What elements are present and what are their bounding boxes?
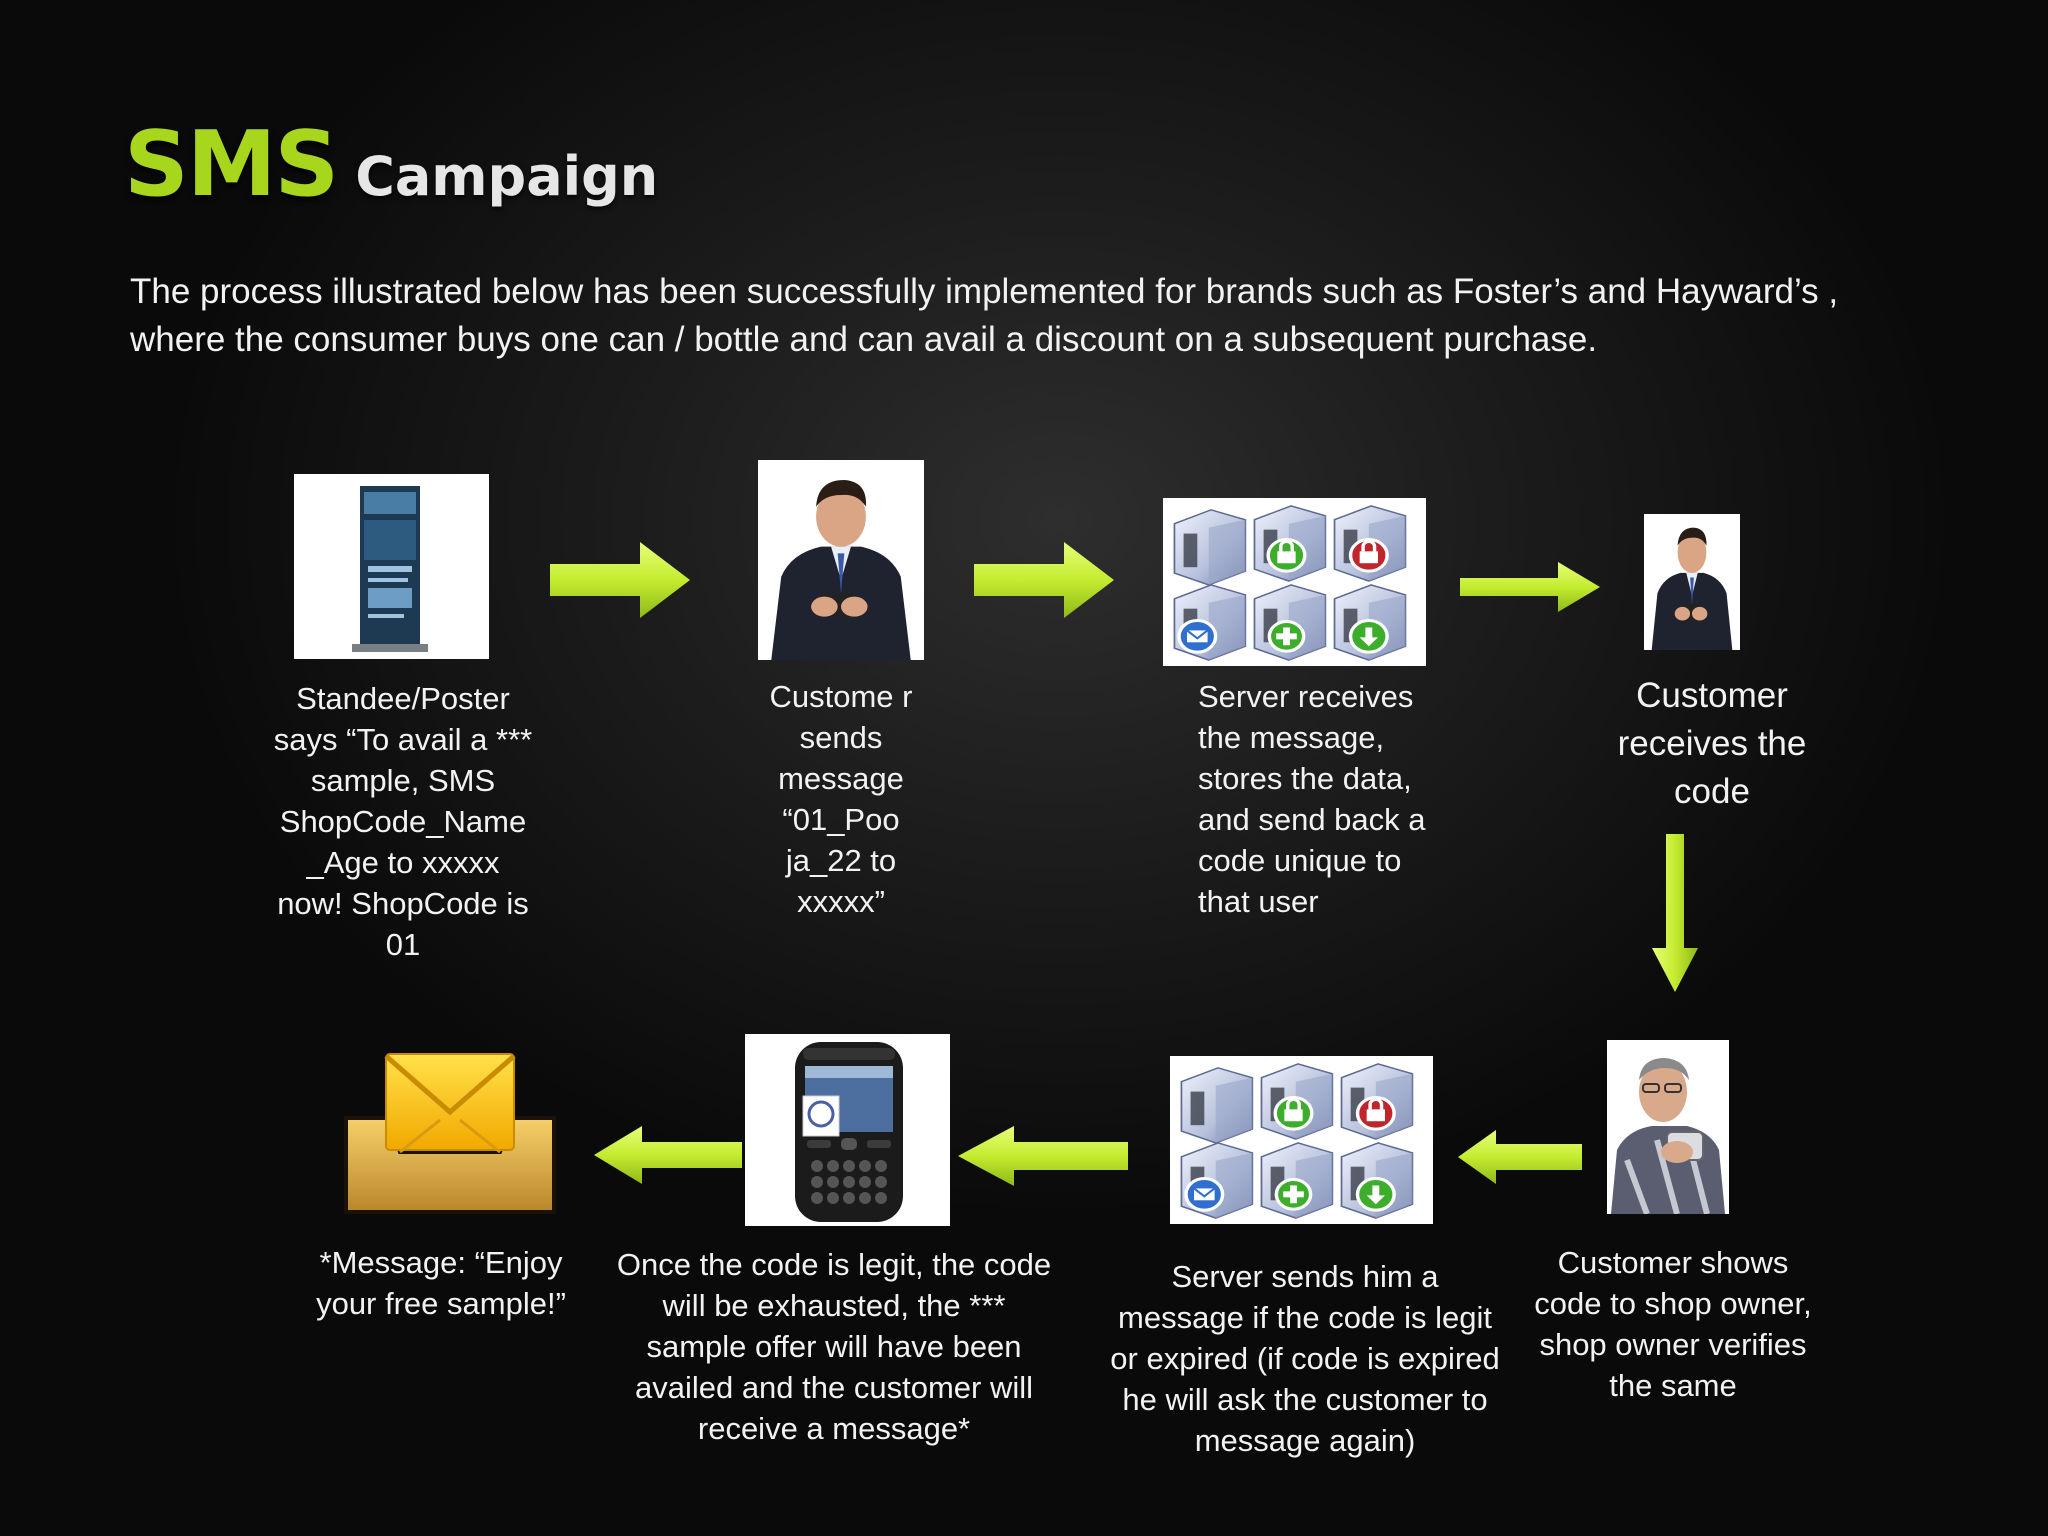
servers-icon bbox=[1170, 1056, 1433, 1224]
arrow-right-icon bbox=[1458, 560, 1602, 614]
step-8-caption: *Message: “Enjoy your free sample!” bbox=[316, 1245, 566, 1321]
arrow-left-icon bbox=[956, 1124, 1130, 1188]
blackberry-phone-icon bbox=[745, 1034, 950, 1226]
servers-icon bbox=[1163, 498, 1426, 666]
arrow-left-icon bbox=[1456, 1128, 1584, 1186]
arrow-right-icon bbox=[972, 540, 1116, 620]
standee-poster-icon bbox=[294, 474, 489, 659]
arrow-left-icon bbox=[592, 1124, 744, 1186]
man-showing-phone-icon bbox=[1607, 1040, 1729, 1214]
arrow-right-icon bbox=[548, 540, 692, 620]
step-2-caption: Custome r sends message “01_Poo ja_22 to… bbox=[769, 679, 913, 919]
man-texting-icon bbox=[758, 460, 924, 660]
arrow-down-icon bbox=[1650, 832, 1700, 994]
mail-inbox-icon bbox=[340, 1048, 560, 1218]
step-3-caption: Server receives the message, stores the … bbox=[1198, 679, 1426, 919]
title-sub: Campaign bbox=[355, 145, 659, 208]
title-main: SMS bbox=[124, 112, 339, 217]
step-5-caption: Customer shows code to shop owner, shop … bbox=[1534, 1245, 1812, 1403]
step-1-caption: Standee/Poster says “To avail a *** samp… bbox=[273, 681, 533, 962]
step-4-caption: Customer receives the code bbox=[1617, 676, 1807, 811]
step-6-caption: Server sends him a message if the code i… bbox=[1110, 1259, 1500, 1458]
intro-paragraph: The process illustrated below has been s… bbox=[130, 272, 1839, 359]
man-texting-small-icon bbox=[1644, 514, 1740, 650]
slide-title: SMS Campaign bbox=[124, 112, 658, 217]
step-7-caption: Once the code is legit, the code will be… bbox=[616, 1247, 1052, 1446]
